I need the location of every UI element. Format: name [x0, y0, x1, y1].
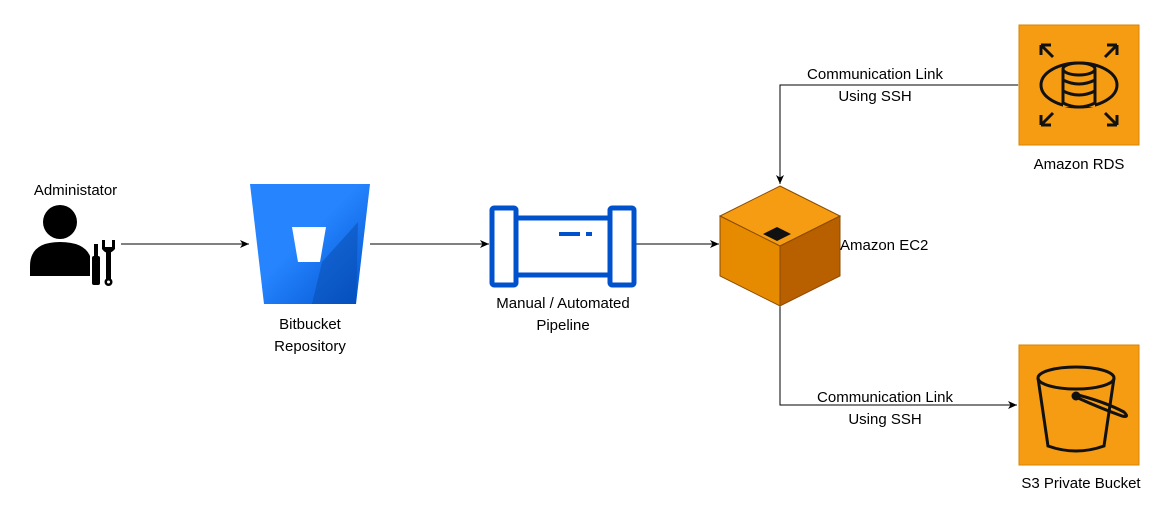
rds-label: Amazon RDS — [1033, 156, 1125, 173]
s3-link-label-line2: Using SSH — [848, 411, 922, 428]
rds-link-label-line2: Using SSH — [838, 88, 912, 105]
bitbucket-label-line2: Repository — [274, 338, 346, 355]
bitbucket-icon — [250, 184, 370, 304]
edge-rds-link — [776, 81, 1027, 184]
bitbucket-label-line1: Bitbucket — [279, 316, 341, 333]
ec2-cube-icon — [718, 185, 842, 307]
admin-label: Administator — [33, 182, 118, 199]
admin-with-tools-icon — [30, 205, 115, 286]
s3-label: S3 Private Bucket — [1021, 475, 1141, 492]
s3-link-label-line1: Communication Link — [817, 389, 953, 406]
rds-icon — [1018, 24, 1140, 146]
rds-link-label-line1: Communication Link — [807, 66, 943, 83]
pipeline-icon — [489, 205, 637, 288]
pipeline-label-line1: Manual / Automated — [496, 295, 630, 312]
pipeline-label-line2: Pipeline — [536, 317, 590, 334]
s3-bucket-icon — [1018, 344, 1140, 466]
ec2-label: Amazon EC2 — [840, 237, 929, 254]
edge-s3-link — [779, 306, 1017, 409]
